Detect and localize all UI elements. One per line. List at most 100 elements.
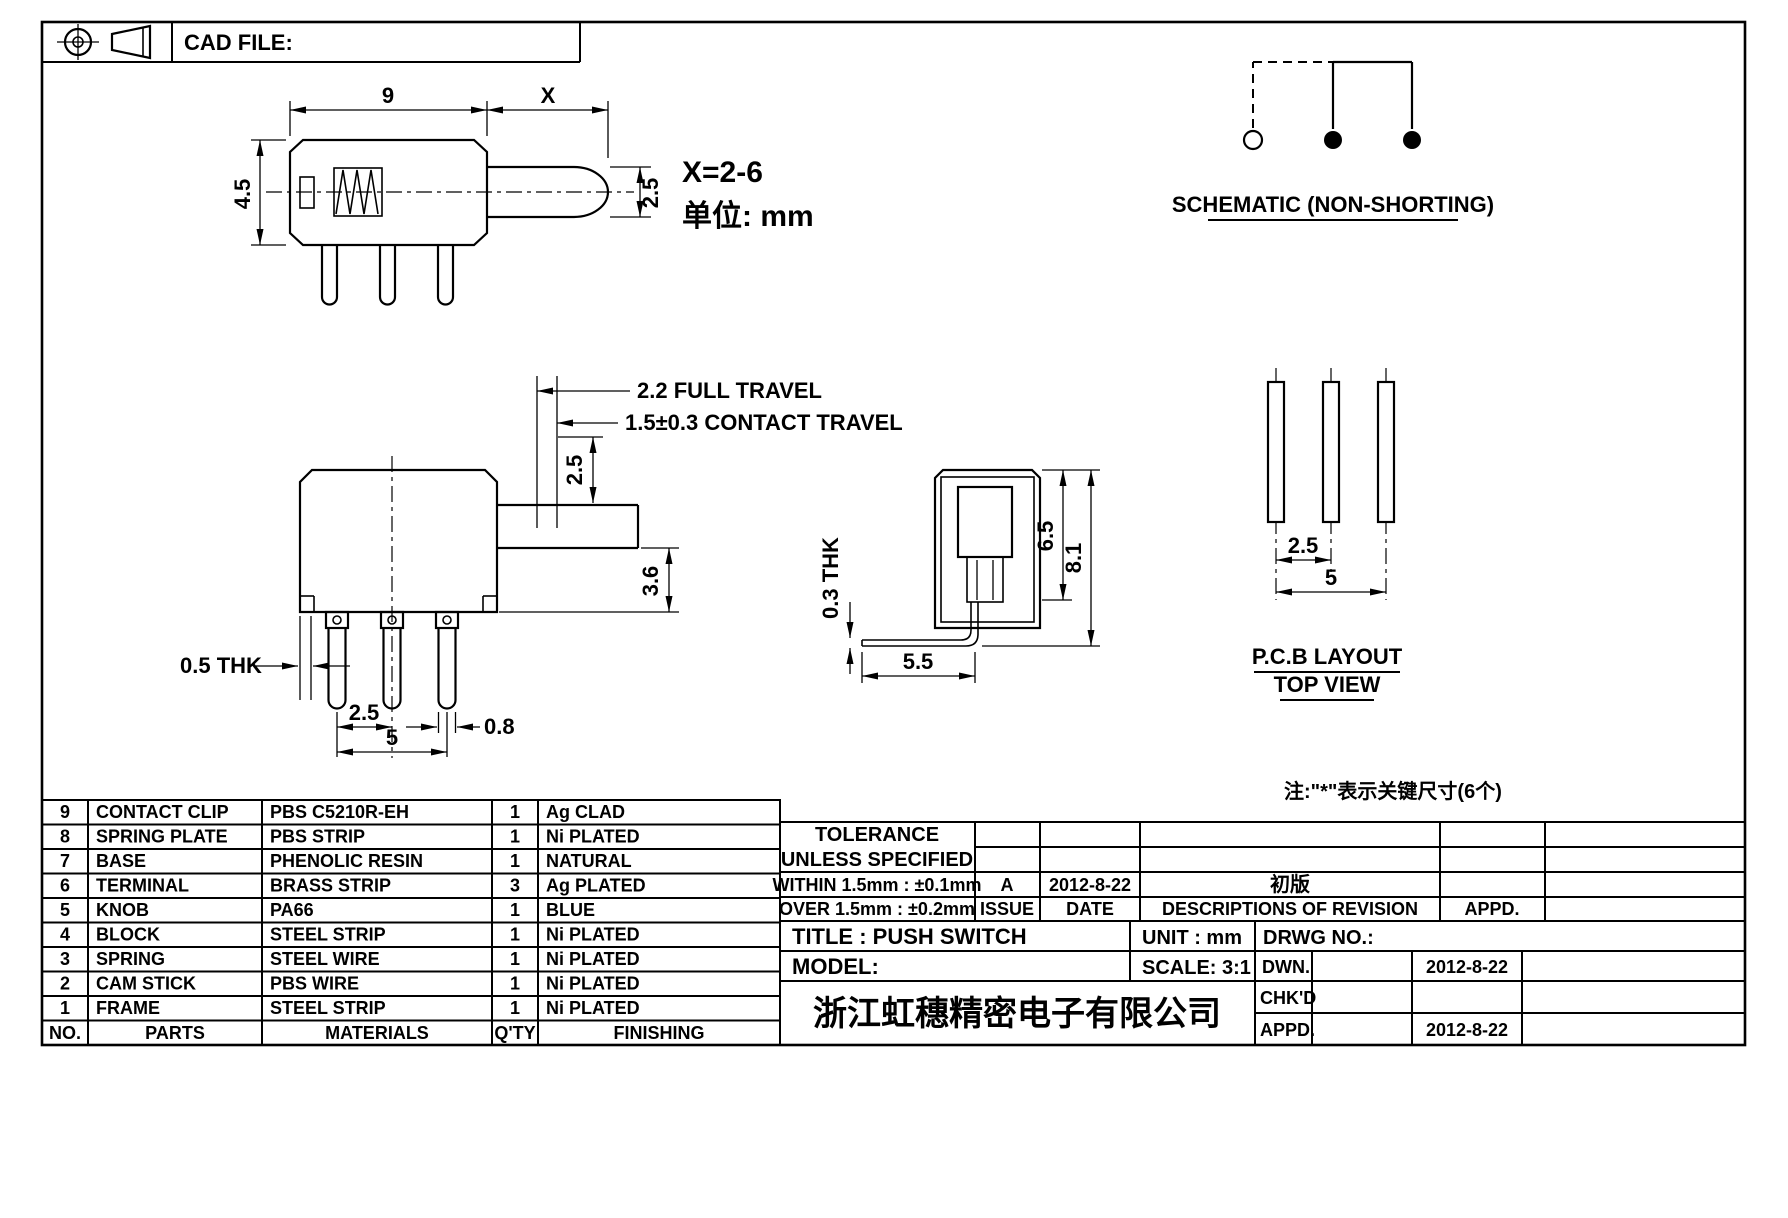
chkd-label: CHK'D: [1260, 988, 1316, 1008]
contact-clip: [966, 556, 1004, 603]
bom-finishing: Ag PLATED: [546, 876, 646, 896]
bom-finishing: Ni PLATED: [546, 998, 640, 1018]
plunger: [487, 165, 610, 219]
side-view: 9 X 4.5 2.5 X=2-6 单位: mm: [230, 83, 814, 306]
terminal-thickness-label: 0.3 THK: [818, 537, 843, 619]
schematic-view: SCHEMATIC (NON-SHORTING): [1172, 60, 1494, 221]
bom-finishing: NATURAL: [546, 851, 632, 871]
bom-qty: 1: [510, 900, 520, 920]
bom-material: PHENOLIC RESIN: [270, 851, 423, 871]
date-header: DATE: [1066, 899, 1114, 919]
dwn-date: 2012-8-22: [1426, 957, 1508, 977]
projection-symbol-icon: [57, 24, 99, 60]
dim-body-inner: 6.5: [1033, 521, 1058, 552]
pcb-layout-title: P.C.B LAYOUT: [1252, 644, 1403, 669]
bom-material: BRASS STRIP: [270, 876, 391, 896]
bom-finishing: Ni PLATED: [546, 925, 640, 945]
bom-header-qty: Q'TY: [494, 1023, 535, 1043]
bom-no: 1: [60, 998, 70, 1018]
bom-finishing: Ni PLATED: [546, 974, 640, 994]
frame-thickness-label: 0.5 THK: [180, 653, 262, 678]
bom-finishing: Ni PLATED: [546, 827, 640, 847]
bom-row: 4 BLOCK STEEL STRIP 1 Ni PLATED: [60, 925, 640, 945]
scale-field: SCALE: 3:1: [1142, 957, 1251, 979]
dim-body-outer: 8.1: [1061, 543, 1086, 574]
bom-row: 1 FRAME STEEL STRIP 1 Ni PLATED: [60, 998, 640, 1018]
bom-finishing: BLUE: [546, 900, 595, 920]
bom-material: PA66: [270, 900, 314, 920]
revision-date-value: 2012-8-22: [1049, 875, 1131, 895]
truncated-cone-symbol-icon: [110, 24, 152, 60]
dim-pin-pitch: 2.5: [349, 700, 380, 725]
drawing-title: TITLE : PUSH SWITCH: [792, 924, 1027, 949]
dim-body-height: 4.5: [230, 179, 255, 210]
dim-terminal-length: 5.5: [903, 649, 934, 674]
dwn-label: DWN.: [1262, 957, 1310, 977]
dim-shaft-offset: 2.5: [562, 455, 587, 486]
bom-row: 9 CONTACT CLIP PBS C5210R-EH 1 Ag CLAD: [60, 802, 625, 822]
bom-row: 7 BASE PHENOLIC RESIN 1 NATURAL: [60, 851, 632, 871]
bom-qty: 3: [510, 876, 520, 896]
key-dimension-note: 注:"*"表示关键尺寸(6个): [1284, 779, 1502, 803]
front-view: 2.2 FULL TRAVEL 1.5±0.3 CONTACT TRAVEL 2…: [180, 376, 903, 758]
dim-plunger-length: X: [541, 83, 556, 108]
appd-date: 2012-8-22: [1426, 1020, 1508, 1040]
corner-box: CAD FILE:: [42, 22, 581, 63]
bom-part: KNOB: [96, 900, 149, 920]
terminal-open-contact: [1242, 129, 1264, 151]
bom-part: SPRING PLATE: [96, 827, 228, 847]
x-range-note: X=2-6: [682, 156, 763, 189]
bom-part: CONTACT CLIP: [96, 802, 229, 822]
bom-no: 2: [60, 974, 70, 994]
bom-material: PBS STRIP: [270, 827, 365, 847]
descriptions-header: DESCRIPTIONS OF REVISION: [1162, 899, 1418, 919]
terminal-strip: [862, 602, 979, 647]
bom-material: PBS WIRE: [270, 974, 359, 994]
bom-header-materials: MATERIALS: [325, 1023, 429, 1043]
bom-qty: 1: [510, 925, 520, 945]
pcb-pad: [1376, 380, 1396, 524]
bom-header-parts: PARTS: [145, 1023, 205, 1043]
bom-no: 8: [60, 827, 70, 847]
bom-row: 6 TERMINAL BRASS STRIP 3 Ag PLATED: [60, 876, 646, 896]
revision-description: 初版: [1270, 872, 1310, 896]
bom-qty: 1: [510, 974, 520, 994]
bom-part: CAM STICK: [96, 974, 196, 994]
pcb-layout-view: 2.5 5 P.C.B LAYOUT TOP VIEW: [1252, 368, 1403, 701]
dim-body-lower: 3.6: [638, 566, 663, 597]
company-name: 浙江虹穗精密电子有限公司: [813, 994, 1221, 1033]
revision-issue-value: A: [1001, 875, 1014, 895]
pin: [378, 245, 397, 306]
bom-table: 9 CONTACT CLIP PBS C5210R-EH 1 Ag CLAD 8…: [41, 799, 781, 1046]
pin: [382, 628, 402, 710]
contact-travel-label: 1.5±0.3 CONTACT TRAVEL: [625, 410, 903, 435]
bom-material: STEEL STRIP: [270, 998, 386, 1018]
bom-row: 2 CAM STICK PBS WIRE 1 Ni PLATED: [60, 974, 640, 994]
bom-material: STEEL STRIP: [270, 925, 386, 945]
bom-finishing: Ag CLAD: [546, 802, 625, 822]
bom-part: BLOCK: [96, 925, 160, 945]
tolerance-title: TOLERANCE: [815, 824, 939, 846]
bom-no: 5: [60, 900, 70, 920]
bom-qty: 1: [510, 851, 520, 871]
dim-body-width: 9: [382, 83, 394, 108]
bom-part: BASE: [96, 851, 146, 871]
issue-header: ISSUE: [980, 899, 1034, 919]
tolerance-within: WITHIN 1.5mm : ±0.1mm: [773, 875, 982, 895]
pin: [320, 245, 339, 306]
bom-qty: 1: [510, 827, 520, 847]
tolerance-over: OVER 1.5mm : ±0.2mm: [779, 899, 975, 919]
dim-pin-width: 0.8: [484, 714, 515, 739]
bom-qty: 1: [510, 949, 520, 969]
bom-part: FRAME: [96, 998, 160, 1018]
dim-pin-span: 5: [386, 725, 398, 750]
full-travel-label: 2.2 FULL TRAVEL: [637, 378, 822, 403]
bom-part: SPRING: [96, 949, 165, 969]
bom-finishing: Ni PLATED: [546, 949, 640, 969]
dim-pcb-span: 5: [1325, 565, 1337, 590]
model-label: MODEL:: [792, 954, 879, 979]
dim-pcb-pitch: 2.5: [1288, 533, 1319, 558]
bom-qty: 1: [510, 998, 520, 1018]
pcb-pad: [1266, 380, 1286, 524]
